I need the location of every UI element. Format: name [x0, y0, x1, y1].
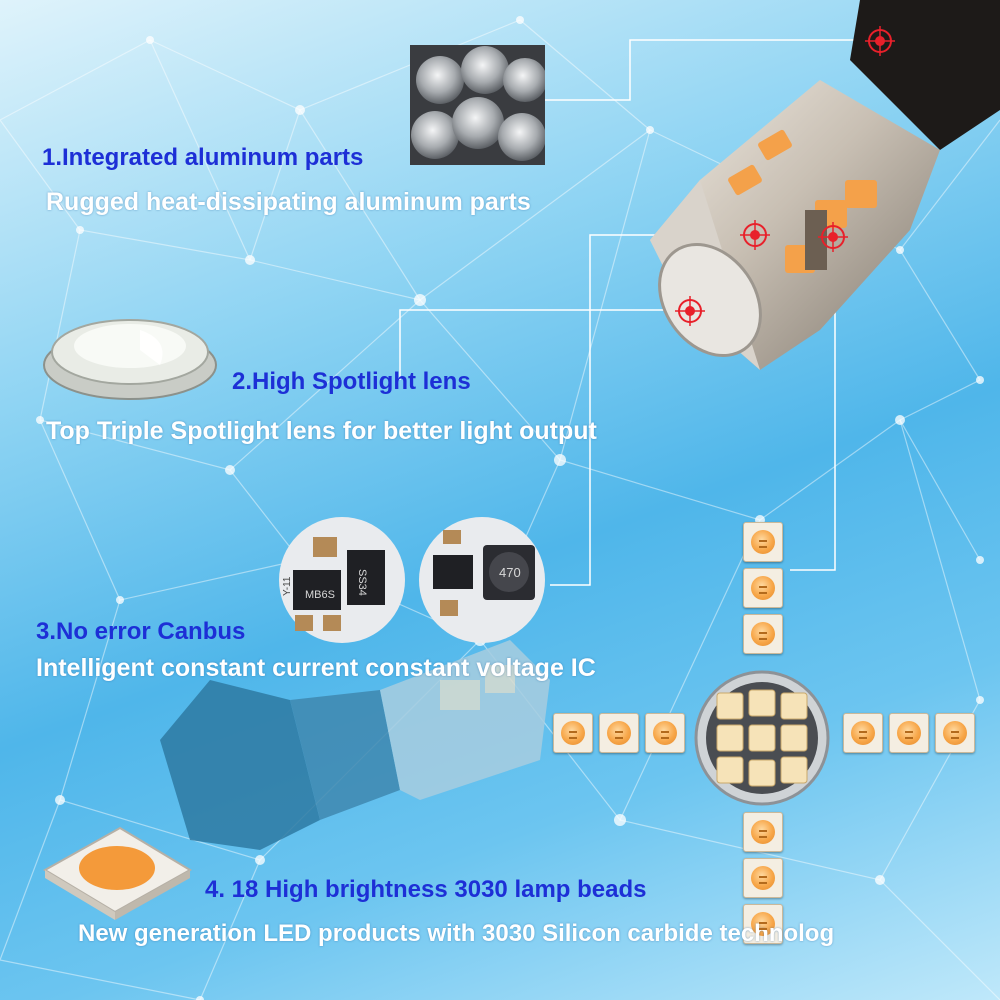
led-bead [599, 713, 639, 753]
led-bead [743, 904, 783, 944]
led-bead [743, 568, 783, 608]
led-bead [743, 858, 783, 898]
target-marker-icon [740, 220, 770, 250]
bulb-top-view-image [694, 670, 830, 806]
feature-2-title: 2.High Spotlight lens [232, 368, 471, 395]
feature-4-description: New generation LED products with 3030 Si… [78, 920, 835, 947]
feature-1-description: Rugged heat-dissipating aluminum parts [46, 188, 531, 216]
circuit-board-image-left: MB6S SS34 Y-11 [279, 517, 405, 643]
feature-1-title: 1.Integrated aluminum parts [42, 144, 364, 171]
led-bead [645, 713, 685, 753]
led-bead [553, 713, 593, 753]
feature-4-title: 4. 18 High brightness 3030 lamp beads [205, 876, 647, 903]
target-marker-icon [675, 296, 705, 326]
spotlight-lens-image [43, 319, 217, 400]
feature-3-title: 3.No error Canbus [36, 618, 246, 645]
pcb-label-mb6s: MB6S [305, 589, 335, 601]
3030-led-chip-image [43, 826, 192, 920]
aluminum-rods-image [410, 45, 545, 165]
led-bead [743, 812, 783, 852]
feature-2-description: Top Triple Spotlight lens for better lig… [46, 417, 597, 445]
led-bulb-faded-image [160, 640, 550, 850]
led-bead [743, 522, 783, 562]
feature-3-description: Intelligent constant current constant vo… [36, 654, 596, 682]
target-marker-icon [865, 26, 895, 56]
pcb-label-ss34: SS34 [356, 569, 368, 596]
target-marker-icon [818, 222, 848, 252]
pcb-label-470: 470 [499, 565, 521, 580]
led-bead [889, 713, 929, 753]
led-bead [843, 713, 883, 753]
pcb-label-y11: Y-11 [282, 576, 293, 596]
led-bulb-main-image [650, 0, 1000, 370]
circuit-board-image-right: 470 [419, 517, 545, 643]
led-bead [935, 713, 975, 753]
led-bead [743, 614, 783, 654]
